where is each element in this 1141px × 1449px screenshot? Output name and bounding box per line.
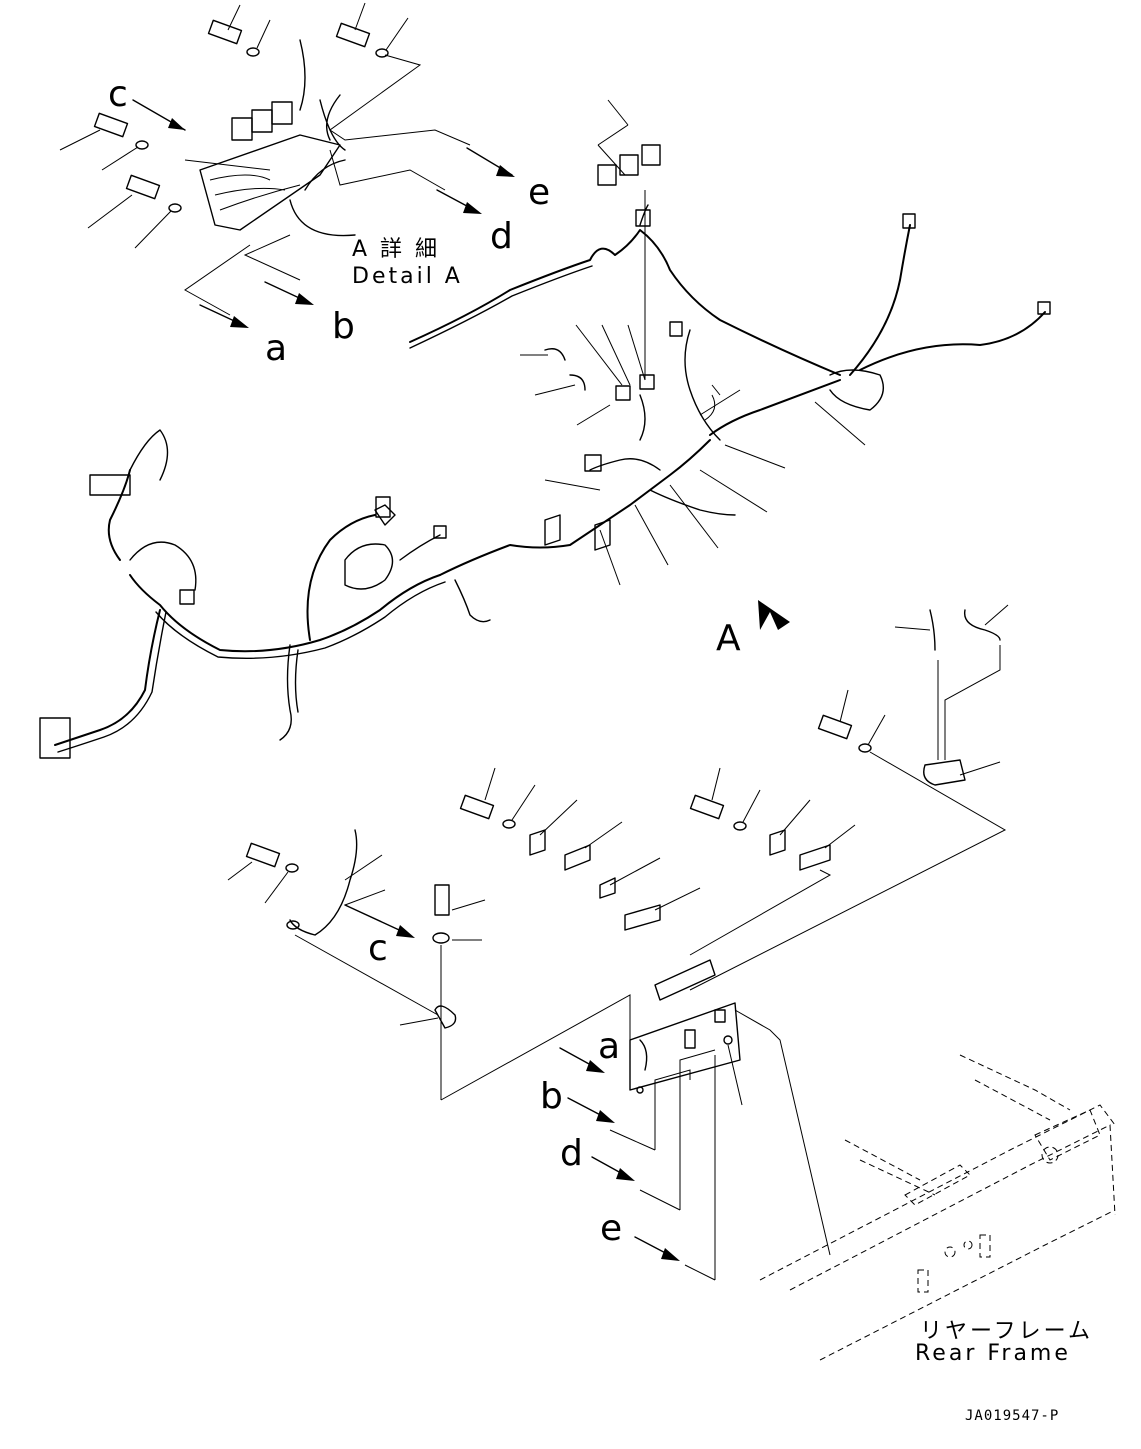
frame-label-en: Rear Frame [915,1341,1071,1366]
sensor-assembly [689,604,1009,991]
connection-letter-c: c [108,74,128,115]
connection-letter-d-lower: d [560,1133,583,1174]
connection-letter-b-lower: b [540,1076,563,1117]
connection-letter-a-lower: a [598,1026,620,1067]
bolt-icon [59,112,161,229]
detail-title-en: Detail A [352,264,463,289]
lower-hardware [227,767,856,1101]
detail-a-assembly [59,2,471,316]
bolt-icon [335,2,371,48]
connection-letter-c-lower: c [368,928,388,969]
connection-letter-b: b [332,306,355,347]
rear-frame-outline [759,1054,1116,1361]
detail-title-ja: A 詳 細 [352,237,440,262]
connection-letter-d: d [490,216,513,257]
view-marker-a: A [716,618,741,659]
main-wiring-harness [39,204,1051,759]
relay-block [199,39,356,237]
drawing-number: JA019547-P [965,1408,1059,1424]
leader-lines-harness [520,99,866,586]
connection-arrows-bottom [344,904,680,1261]
mounting-plate [609,959,831,1281]
washer-icon [101,140,182,249]
bolt-icon [207,4,243,45]
frame-label-ja: リヤーフレーム [920,1319,1093,1344]
connection-letter-a: a [265,328,287,369]
connection-letter-e: e [528,172,550,213]
connection-arrows-top [132,99,515,328]
connection-letter-e-lower: e [600,1208,622,1249]
view-direction-arrow-icon [758,600,790,630]
washer-icon [246,17,409,58]
